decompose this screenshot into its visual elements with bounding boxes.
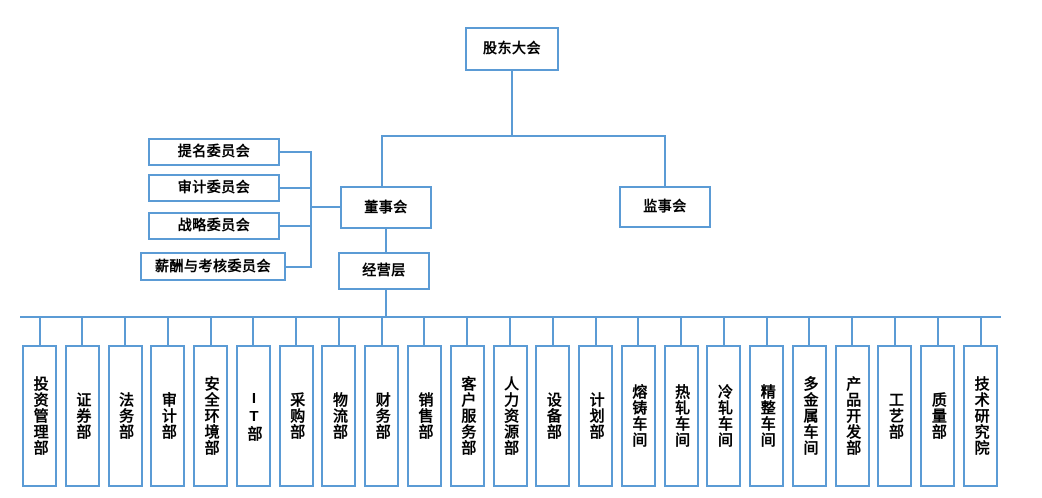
node-department[interactable]: 计划部 bbox=[578, 345, 614, 487]
connector-committee-compensation-stub bbox=[286, 266, 312, 268]
node-department[interactable]: 安全环境部 bbox=[193, 345, 229, 487]
connector-bus-to-department-9 bbox=[380, 316, 383, 345]
connector-bus-to-board bbox=[381, 135, 383, 186]
connector-bus-to-supervisory bbox=[664, 135, 666, 186]
node-department[interactable]: 人力资源部 bbox=[492, 345, 528, 487]
connector-bus-to-department-23 bbox=[979, 316, 982, 345]
connector-bus-to-department-15 bbox=[637, 316, 640, 345]
node-department[interactable]: 客户服务部 bbox=[449, 345, 485, 487]
connector-bus-to-department-21 bbox=[893, 316, 896, 345]
node-department[interactable]: 精整车间 bbox=[749, 345, 785, 487]
node-supervisory-board[interactable]: 监事会 bbox=[619, 186, 711, 228]
connector-committees-to-board bbox=[310, 206, 342, 208]
node-department[interactable]: 熔铸车间 bbox=[620, 345, 656, 487]
connector-top-bus bbox=[381, 135, 666, 137]
node-department[interactable]: 冷轧车间 bbox=[706, 345, 742, 487]
node-management-layer[interactable]: 经营层 bbox=[338, 252, 430, 290]
connector-bus-to-department-19 bbox=[808, 316, 811, 345]
node-board-of-directors[interactable]: 董事会 bbox=[340, 186, 432, 229]
connector-bus-to-department-7 bbox=[295, 316, 298, 345]
node-department[interactable]: 产品开发部 bbox=[834, 345, 870, 487]
connector-bus-to-department-13 bbox=[551, 316, 554, 345]
node-department[interactable]: 设备部 bbox=[535, 345, 571, 487]
connector-committee-strategy-stub bbox=[280, 225, 312, 227]
connector-committee-nomination-stub bbox=[280, 151, 312, 153]
connector-bus-to-department-22 bbox=[936, 316, 939, 345]
node-department[interactable]: 技术研究院 bbox=[963, 345, 998, 487]
connector-bus-to-department-10 bbox=[423, 316, 426, 345]
connector-bus-to-department-8 bbox=[337, 316, 340, 345]
node-department[interactable]: 证券部 bbox=[64, 345, 100, 487]
connector-bus-to-department-1 bbox=[38, 316, 41, 345]
connector-board-to-management bbox=[385, 229, 387, 253]
connector-shareholders-to-bus bbox=[511, 71, 513, 135]
connector-bus-to-department-12 bbox=[509, 316, 511, 345]
connector-bus-to-department-14 bbox=[594, 316, 597, 345]
node-shareholders-meeting[interactable]: 股东大会 bbox=[465, 27, 559, 71]
node-department[interactable]: 工艺部 bbox=[877, 345, 913, 487]
connector-bus-to-department-17 bbox=[722, 316, 725, 345]
node-department[interactable]: 多金属车间 bbox=[791, 345, 827, 487]
node-department[interactable]: 物流部 bbox=[321, 345, 357, 487]
node-committee-nomination[interactable]: 提名委员会 bbox=[148, 138, 280, 166]
connector-bus-to-department-11 bbox=[466, 316, 469, 345]
connector-committee-riser bbox=[310, 151, 312, 268]
node-department[interactable]: 采购部 bbox=[278, 345, 314, 487]
connector-bus-to-department-16 bbox=[680, 316, 683, 345]
node-department[interactable]: 销售部 bbox=[406, 345, 442, 487]
node-department[interactable]: 审计部 bbox=[150, 345, 186, 487]
node-department[interactable]: 财务部 bbox=[364, 345, 400, 487]
node-committee-strategy[interactable]: 战略委员会 bbox=[148, 212, 280, 240]
connector-bus-to-department-5 bbox=[209, 316, 212, 345]
node-committee-compensation[interactable]: 薪酬与考核委员会 bbox=[140, 252, 286, 281]
connector-bus-to-department-2 bbox=[81, 316, 84, 345]
connector-management-to-department-bus bbox=[385, 290, 387, 317]
node-department[interactable]: 投资管理部 bbox=[22, 345, 57, 487]
connector-bus-to-department-3 bbox=[124, 316, 127, 345]
connector-bus-to-department-18 bbox=[765, 316, 768, 345]
node-committee-audit[interactable]: 审计委员会 bbox=[148, 174, 280, 202]
node-department[interactable]: 热轧车间 bbox=[663, 345, 699, 487]
node-department[interactable]: IT部 bbox=[235, 345, 271, 487]
connector-bus-to-department-20 bbox=[851, 316, 854, 345]
node-department[interactable]: 质量部 bbox=[920, 345, 956, 487]
connector-bus-to-department-4 bbox=[166, 316, 169, 345]
connector-committee-audit-stub bbox=[280, 187, 312, 189]
connector-bus-to-department-6 bbox=[252, 316, 255, 345]
node-department[interactable]: 法务部 bbox=[107, 345, 143, 487]
